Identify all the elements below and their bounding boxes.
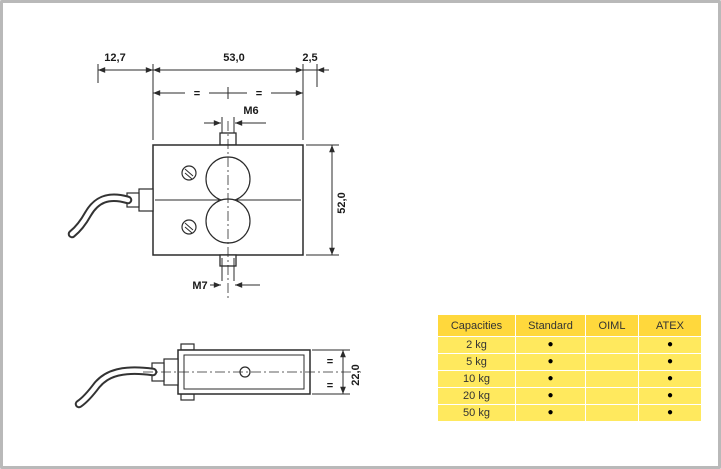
top-dimension-lines (97, 64, 329, 140)
oiml-cell (585, 387, 639, 405)
thread-label-m7: M7 (192, 280, 207, 292)
m7-callout (210, 258, 260, 288)
col-header-standard: Standard (515, 314, 586, 337)
table-row: 5 kg ● ● (437, 353, 702, 371)
thickness-dimension (312, 349, 350, 395)
standard-dot-cell: ● (515, 336, 586, 354)
capacity-cell: 50 kg (437, 404, 516, 422)
atex-dot-cell: ● (638, 370, 702, 388)
cable-gland-front (138, 188, 154, 212)
atex-dot-cell: ● (638, 336, 702, 354)
screw-bottom-icon (181, 219, 197, 235)
oiml-cell (585, 370, 639, 388)
atex-dot-cell: ● (638, 387, 702, 405)
standard-dot-cell: ● (515, 370, 586, 388)
screw-top-icon (181, 165, 197, 181)
oiml-cell (585, 353, 639, 371)
standard-dot-cell: ● (515, 387, 586, 405)
oiml-cell (585, 404, 639, 422)
atex-dot-cell: ● (638, 404, 702, 422)
dim-label-52-0: 52,0 (336, 192, 348, 213)
dim-label-53-0: 53,0 (223, 52, 244, 64)
dim-label-2-5: 2,5 (302, 52, 317, 64)
top-view: = = 22,0 (74, 343, 362, 409)
table-row: 10 kg ● ● (437, 370, 702, 388)
standard-dot-cell: ● (515, 404, 586, 422)
dim-label-12-7: 12,7 (104, 52, 125, 64)
equal-mark-top: = (327, 356, 333, 368)
dim-label-22-0: 22,0 (350, 364, 362, 385)
equal-mark-right: = (256, 88, 262, 100)
tab-top (180, 343, 195, 351)
oiml-cell (585, 336, 639, 354)
capacity-cell: 5 kg (437, 353, 516, 371)
height-dimension (306, 144, 339, 256)
table-header-row: Capacities Standard OIML ATEX (437, 314, 702, 337)
table-row: 2 kg ● ● (437, 336, 702, 354)
load-cell-body (126, 132, 304, 267)
symmetry-dimension (153, 87, 303, 99)
thread-label-m6: M6 (243, 105, 258, 117)
capacity-cell: 20 kg (437, 387, 516, 405)
table-row: 50 kg ● ● (437, 404, 702, 422)
tab-bottom (180, 393, 195, 401)
atex-dot-cell: ● (638, 353, 702, 371)
capacity-table: Capacities Standard OIML ATEX 2 kg ● ● 5… (437, 314, 702, 422)
equal-mark-left: = (194, 88, 200, 100)
table-row: 20 kg ● ● (437, 387, 702, 405)
col-header-atex: ATEX (638, 314, 702, 337)
equal-mark-bottom: = (327, 380, 333, 392)
capacity-cell: 10 kg (437, 370, 516, 388)
col-header-oiml: OIML (585, 314, 639, 337)
technical-drawing: 12,7 53,0 2,5 = = M6 (67, 52, 362, 409)
col-header-capacities: Capacities (437, 314, 516, 337)
front-view: 12,7 53,0 2,5 = = M6 (67, 52, 348, 299)
cable-top (74, 366, 158, 409)
cable-front (67, 193, 133, 239)
capacity-cell: 2 kg (437, 336, 516, 354)
standard-dot-cell: ● (515, 353, 586, 371)
